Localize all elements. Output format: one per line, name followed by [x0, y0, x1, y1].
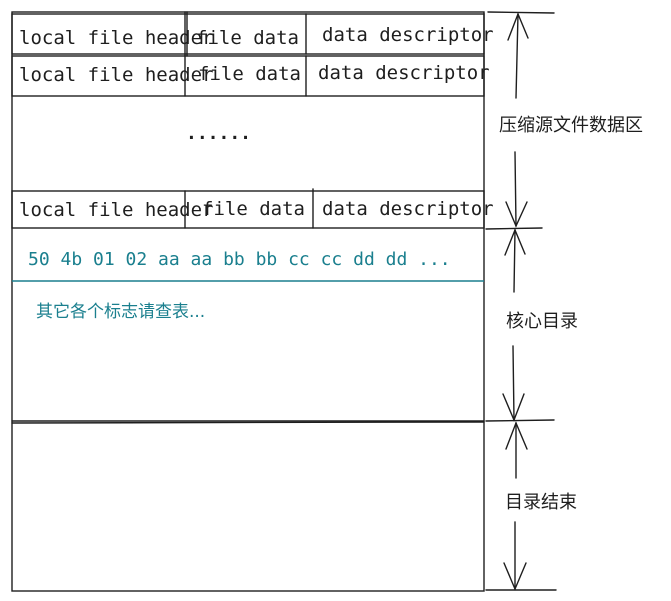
local-file-row-3: local file header file data data descrip…: [11, 188, 494, 229]
tick-central-start: [485, 227, 543, 230]
row-1-local-file-header: local file header: [19, 27, 213, 49]
ellipsis: ......: [186, 123, 251, 144]
row-1-data-descriptor: data descriptor: [322, 24, 494, 46]
compressed-area-arrow: [505, 12, 529, 228]
outer-frame: [11, 11, 485, 592]
row-3-data-descriptor: data descriptor: [322, 198, 494, 220]
row-2-file-data: file data: [198, 63, 301, 85]
central-directory-arrow: [502, 228, 526, 422]
label-central-directory: 核心目录: [506, 311, 578, 332]
local-file-row-2: local file header file data data descrip…: [11, 55, 490, 97]
tick-top: [487, 11, 555, 14]
row-3-box: [11, 190, 485, 229]
label-compressed-data-area: 压缩源文件数据区: [499, 115, 643, 136]
row-2-box: [11, 55, 485, 97]
local-file-row-1: local file header file data data descrip…: [11, 11, 494, 57]
row-3-local-file-header: local file header: [19, 199, 213, 221]
row-3-file-data: file data: [202, 198, 305, 220]
end-of-directory-arrow: [503, 421, 528, 591]
central-note: 其它各个标志请查表...: [36, 302, 205, 322]
row-2-data-descriptor: data descriptor: [318, 62, 490, 84]
row-1-box: [11, 13, 485, 55]
row-1-file-data: file data: [196, 27, 299, 49]
row-2-local-file-header: local file header: [19, 64, 213, 86]
central-hex-signature: 50 4b 01 02 aa aa bb bb cc cc dd dd ...: [28, 249, 451, 270]
tick-central-end: [485, 419, 555, 422]
label-end-of-directory: 目录结束: [505, 492, 577, 513]
